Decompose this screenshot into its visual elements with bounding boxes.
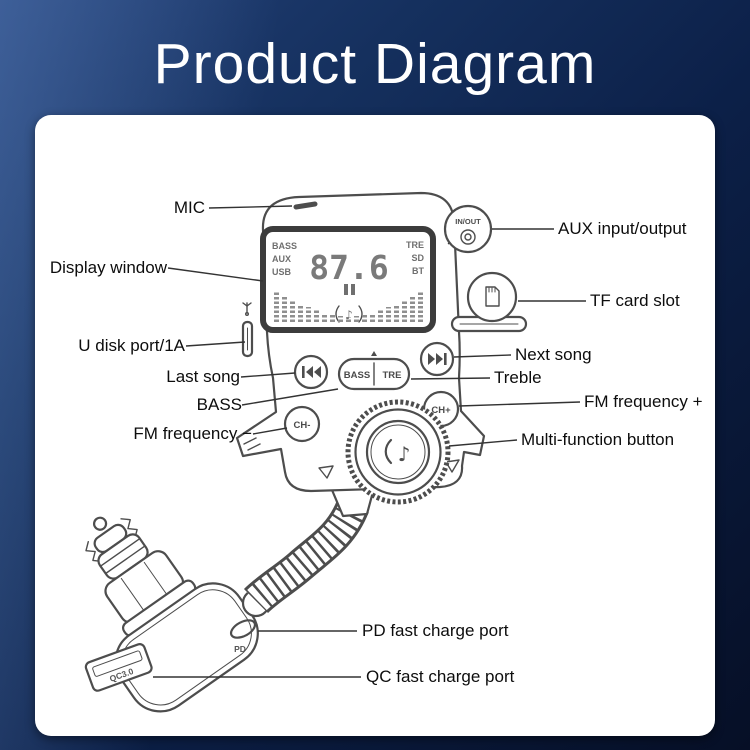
spring-contact-icon [85, 541, 103, 563]
label-display-window: Display window [49, 258, 167, 277]
trim-detail [318, 465, 334, 479]
plug-tip-contact [92, 516, 108, 531]
label-fm-frequency-minus: FM frequency − [133, 424, 252, 443]
gooseneck [243, 499, 369, 614]
last-song-button [293, 354, 329, 390]
pause-icon [344, 284, 355, 295]
label-qc-fast-charge-port: QC fast charge port [366, 667, 515, 686]
display-frequency: 87.6 [309, 248, 388, 287]
bass-tre-button: BASS TRE [337, 351, 411, 391]
indicator-aux: AUX [272, 254, 291, 264]
leader-line [458, 401, 581, 407]
tf-card-icon [485, 286, 500, 307]
ch-minus-label: CH- [294, 420, 311, 431]
pd-port: PD [229, 619, 257, 654]
tf-card-badge [450, 271, 528, 333]
multi-function-knob: ♪ [345, 399, 451, 505]
trim-detail [445, 459, 460, 473]
leader-line [252, 427, 288, 435]
label-fm-frequency-plus: FM frequency + [584, 392, 703, 411]
label-aux-input-output: AUX input/output [558, 219, 687, 238]
spring-contact-icon [120, 518, 138, 540]
leader-line [448, 439, 518, 447]
aux-jack-icon [460, 229, 476, 245]
leader-line [208, 205, 293, 209]
qc-usb-port: QC3.0 [84, 643, 153, 692]
leader-line [167, 267, 264, 282]
aux-jack-badge: IN/OUT [443, 204, 493, 254]
prev-track-icon [302, 366, 321, 378]
label-tf-card-slot: TF card slot [590, 291, 680, 310]
u-disk-port-slot [241, 302, 254, 358]
mic-hole [293, 201, 318, 210]
label-pd-fast-charge-port: PD fast charge port [362, 621, 509, 640]
tre-button-label: TRE [383, 370, 402, 381]
label-treble: Treble [494, 368, 542, 387]
usb-a-port-shape [84, 643, 153, 692]
music-note-icon: ♪ [398, 442, 411, 466]
ch-plus-label: CH+ [431, 405, 451, 416]
indicator-tre: TRE [406, 240, 424, 250]
leader-line [453, 354, 512, 358]
bass-button-label: BASS [344, 370, 370, 381]
ch-minus-button: CH- [283, 405, 321, 443]
next-song-button [419, 341, 455, 377]
indicator-bt: BT [412, 266, 424, 276]
label-next-song: Next song [515, 345, 592, 364]
leader-line [241, 388, 339, 406]
display-window: 87.6 BASS AUX USB TRE SD BT ♪ [260, 226, 436, 333]
indicator-usb: USB [272, 267, 292, 277]
leader-lines [153, 205, 586, 678]
next-track-icon [428, 353, 447, 365]
car-charger-plug: PD QC3.0 [84, 516, 259, 713]
label-u-disk-port: U disk port/1A [78, 336, 185, 355]
pd-port-shape [229, 619, 257, 639]
label-last-song: Last song [166, 367, 240, 386]
leader-line [410, 377, 491, 380]
indicator-bass: BASS [272, 241, 297, 251]
handset-icon [384, 438, 393, 465]
svg-text:♪: ♪ [345, 308, 353, 322]
page-title: Product Diagram [153, 32, 597, 96]
equalizer-bars [274, 292, 424, 322]
display-bezel [260, 226, 436, 333]
pd-port-label: PD [234, 644, 246, 654]
leader-line [240, 372, 296, 378]
leader-line [185, 341, 246, 347]
label-multi-function-button: Multi-function button [521, 430, 675, 449]
label-bass: BASS [196, 395, 242, 414]
usb-symbol-icon [242, 302, 252, 317]
label-mic: MIC [173, 198, 205, 217]
mode-indicator-icon [371, 351, 377, 356]
aux-badge-label: IN/OUT [455, 217, 481, 226]
indicator-sd: SD [411, 253, 424, 263]
